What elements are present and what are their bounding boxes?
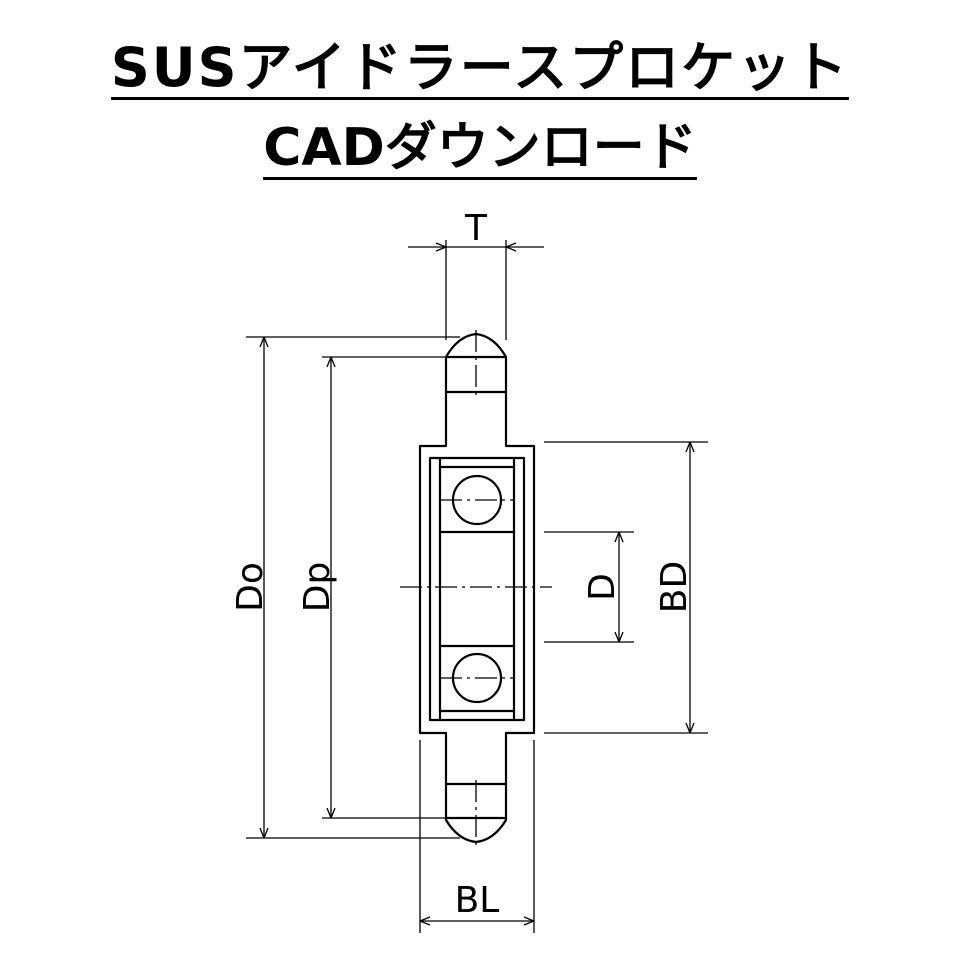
label-do: Do (230, 562, 271, 612)
label-dp: Dp (297, 562, 338, 613)
title-line-2: CADダウンロード (0, 118, 960, 181)
label-bl: BL (455, 880, 500, 921)
title-line-2-text: CADダウンロード (263, 119, 697, 181)
title-line-1-text: SUSアイドラースプロケット (110, 36, 850, 101)
label-bd: BD (654, 561, 695, 613)
sprocket-outline (418, 332, 536, 844)
label-t: T (464, 208, 488, 249)
bearing-outer-race (428, 456, 526, 722)
label-d: D (582, 573, 623, 601)
title-line-1: SUSアイドラースプロケット (0, 36, 960, 101)
